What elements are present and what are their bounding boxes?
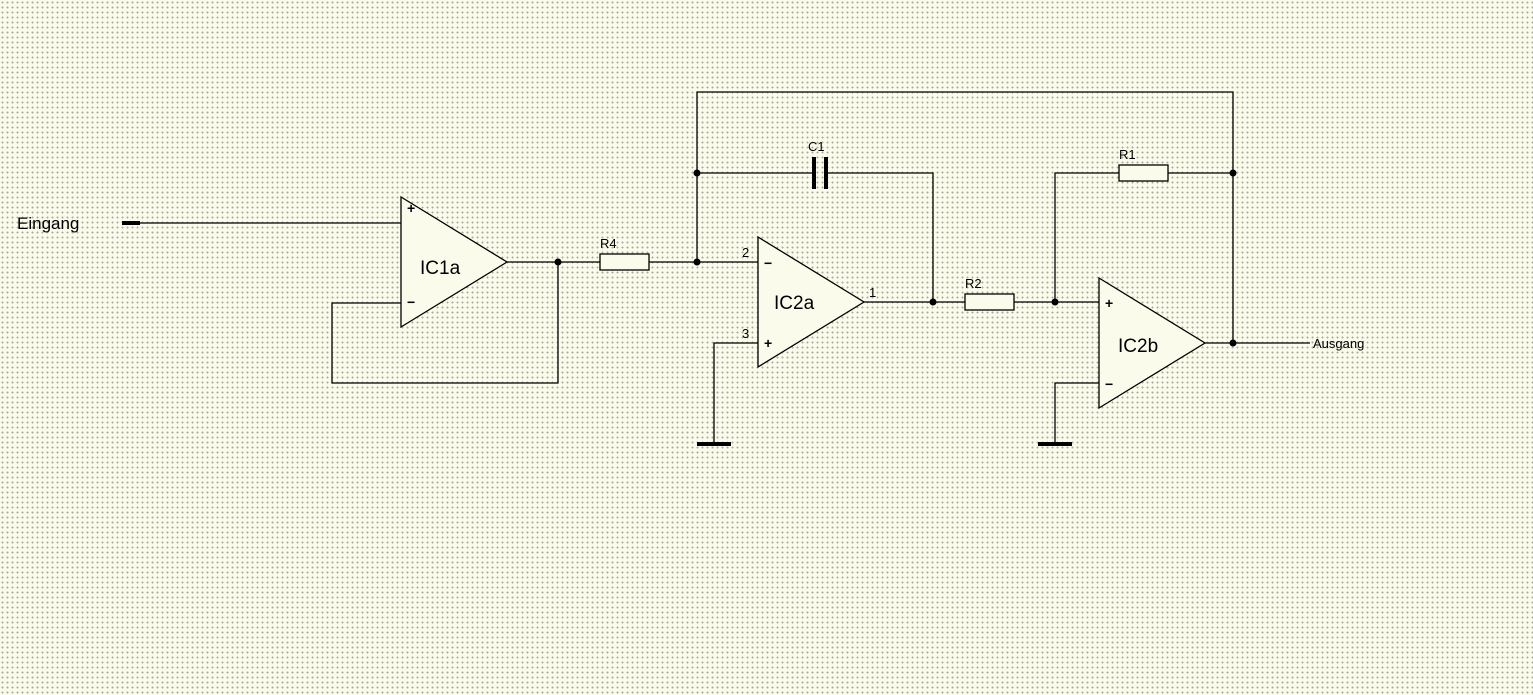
wire-top-feedback xyxy=(696,91,1234,343)
r2-label: R2 xyxy=(965,276,982,291)
resistor-r4-body xyxy=(599,253,650,271)
opamp-ic1a[interactable]: + − IC1a xyxy=(400,195,509,329)
r4-label: R4 xyxy=(600,236,617,251)
wire-ic2b-ground xyxy=(1054,382,1099,442)
wire-ic1a-feedback xyxy=(331,262,559,384)
opamp-ic2a[interactable]: − + IC2a 2 3 1 xyxy=(742,235,876,369)
wire-ic2a-ground xyxy=(713,342,758,442)
output-label: Ausgang xyxy=(1313,336,1364,351)
capacitor-c1[interactable]: C1 xyxy=(808,139,828,189)
junction-dot xyxy=(554,258,562,266)
ic2a-pin-3: 3 xyxy=(742,326,749,341)
ic2a-label: IC2a xyxy=(774,293,815,314)
wires xyxy=(122,91,1310,442)
resistor-r2-body xyxy=(964,293,1015,311)
input-label: Eingang xyxy=(17,214,79,233)
ic2b-label: IC2b xyxy=(1118,336,1158,357)
ic2a-pin-2: 2 xyxy=(742,245,749,260)
junction-dot xyxy=(1229,339,1237,347)
ic2b-plus-sign: + xyxy=(1105,295,1113,311)
ic2a-pin-1: 1 xyxy=(869,285,876,300)
opamp-ic2b[interactable]: + − IC2b xyxy=(1098,276,1207,410)
resistor-r2[interactable]: R2 xyxy=(964,276,1015,311)
ic2a-plus-sign: + xyxy=(764,335,772,351)
junction-dot xyxy=(693,258,701,266)
opamp-ic2a-body xyxy=(757,235,866,369)
junction-dot xyxy=(929,298,937,306)
ic2a-minus-sign: − xyxy=(764,255,772,271)
ic1a-plus-sign: + xyxy=(407,200,415,216)
r1-label: R1 xyxy=(1119,147,1136,162)
wire-r1-left xyxy=(1054,172,1119,302)
resistor-r4[interactable]: R4 xyxy=(599,236,650,271)
resistor-r1[interactable]: R1 xyxy=(1118,147,1169,182)
c1-label: C1 xyxy=(808,139,825,154)
ic1a-label: IC1a xyxy=(420,258,461,279)
ic1a-minus-sign: − xyxy=(407,294,415,310)
junction-dot xyxy=(1229,169,1237,177)
wire-c1-right xyxy=(828,172,934,302)
junction-dot xyxy=(693,169,701,177)
junctions xyxy=(554,169,1237,347)
opamp-ic2b-body xyxy=(1098,276,1207,410)
junction-dot xyxy=(1051,298,1059,306)
opamp-ic1a-body xyxy=(400,195,509,329)
resistor-r1-body xyxy=(1118,164,1169,182)
ic2b-minus-sign: − xyxy=(1105,376,1113,392)
